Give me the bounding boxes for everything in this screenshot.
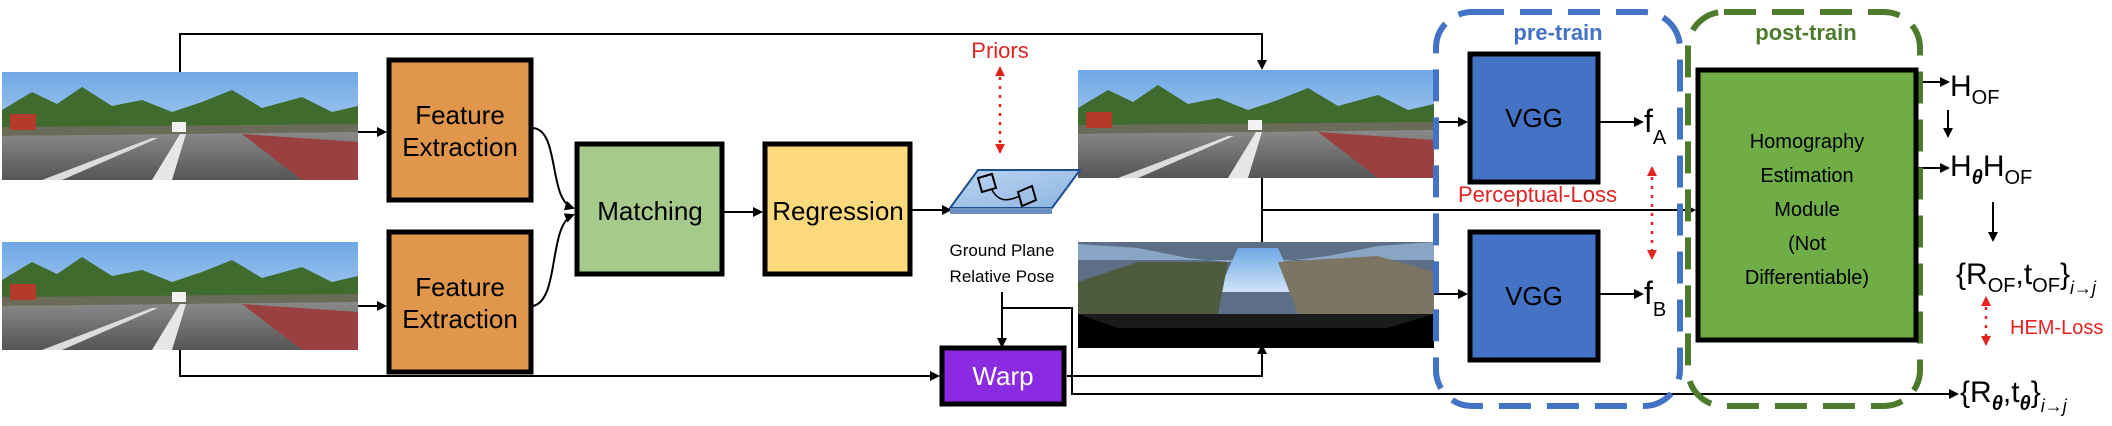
feature-extraction-bottom-block: Feature Extraction xyxy=(386,229,534,375)
vgg-bottom-block: VGG xyxy=(1467,229,1601,363)
arrow-bottom-image-to-warp xyxy=(179,344,940,381)
arrow-warp-to-warped-image xyxy=(1067,344,1267,377)
regression-label: Regression xyxy=(772,196,904,226)
warp-label: Warp xyxy=(972,361,1033,391)
input-image-bottom xyxy=(2,242,358,350)
ground-plane-icon xyxy=(948,169,1082,214)
arrow-feature-top-to-matching xyxy=(532,127,575,211)
h-theta-h-of-label: HθHOF xyxy=(1950,150,2032,189)
feature-extraction-bottom-line1: Feature xyxy=(415,272,505,302)
warped-image xyxy=(1078,242,1434,348)
matching-block: Matching xyxy=(574,141,725,277)
camera-icon-2 xyxy=(1016,184,1038,208)
vgg-bottom-label: VGG xyxy=(1505,281,1563,311)
vgg-top-block: VGG xyxy=(1467,51,1601,185)
pretrain-label: pre-train xyxy=(1513,20,1602,45)
arrow-top-image-to-vgg-input xyxy=(179,33,1267,72)
feature-a-label: fA xyxy=(1644,103,1667,149)
posttrain-region xyxy=(1685,9,1923,409)
camera-icon-1 xyxy=(976,172,998,194)
regression-block: Regression xyxy=(762,141,913,277)
r-of-t-of-label: {ROF,tOF}i→j xyxy=(1956,258,2097,298)
feature-b-label: fB xyxy=(1644,275,1666,321)
vgg-top-label: VGG xyxy=(1505,103,1563,133)
input-image-top xyxy=(2,72,358,180)
arrow-pose-to-r-theta xyxy=(1002,307,1959,399)
hem-line2: Estimation xyxy=(1760,165,1853,187)
perceptual-loss-label: Perceptual-Loss xyxy=(1458,182,1617,207)
feature-extraction-top-line2: Extraction xyxy=(402,132,518,162)
hem-block: Homography Estimation Module (Not Differ… xyxy=(1695,67,1919,343)
r-theta-t-theta-label: {Rθ,tθ}i→j xyxy=(1960,376,2068,416)
arrow-feature-bottom-to-matching xyxy=(532,213,575,307)
h-of-label: HOF xyxy=(1950,70,1999,109)
feature-extraction-bottom-line2: Extraction xyxy=(402,304,518,334)
priors-label: Priors xyxy=(971,38,1028,63)
ground-plane-label-line1: Ground Plane xyxy=(950,241,1055,260)
feature-extraction-top-block: Feature Extraction xyxy=(386,57,534,203)
matching-label: Matching xyxy=(597,196,703,226)
hem-line1: Homography xyxy=(1750,131,1865,153)
pretrain-region xyxy=(1433,9,1683,409)
hem-line4: (Not xyxy=(1788,233,1826,255)
posttrain-label: post-train xyxy=(1755,20,1856,45)
hem-loss-label: HEM-Loss xyxy=(2010,317,2103,339)
ground-plane-label-line2: Relative Pose xyxy=(950,267,1055,286)
hem-line3: Module xyxy=(1774,199,1840,221)
warp-block: Warp xyxy=(939,345,1067,407)
feature-extraction-top-line1: Feature xyxy=(415,100,505,130)
hem-line5: Differentiable) xyxy=(1745,267,1869,289)
vgg-input-image xyxy=(1078,70,1434,178)
